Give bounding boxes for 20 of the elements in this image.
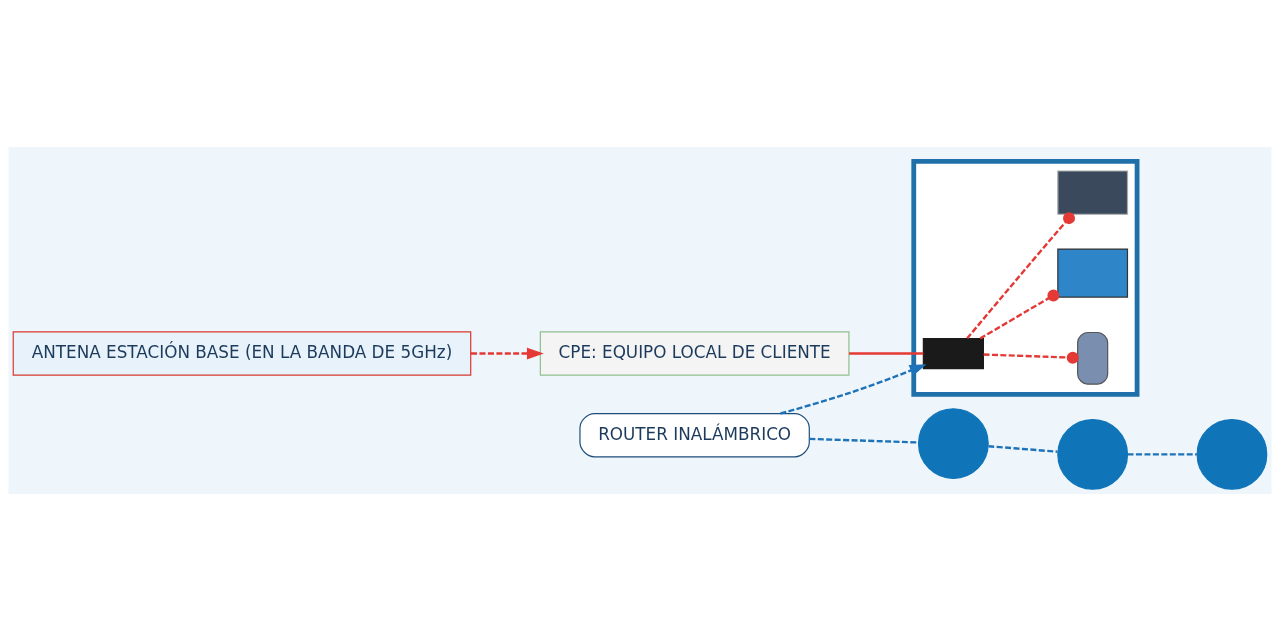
node-box [1057, 169, 1129, 215]
node-box: ANTENA ESTACIÓN BASE (EN LA BANDA DE 5GHz) [12, 330, 472, 376]
connector [1127, 452, 1197, 456]
arrow [470, 347, 544, 359]
connector [988, 444, 1058, 453]
node-circle [917, 407, 989, 479]
node-circle [1196, 418, 1268, 490]
cluster [911, 158, 1140, 397]
connector [849, 351, 924, 355]
connector [979, 288, 1060, 339]
connector [966, 211, 1076, 339]
connector [809, 437, 919, 444]
node-box [922, 337, 984, 369]
node-circle [1057, 418, 1129, 490]
node-box [1077, 331, 1109, 385]
node-box: ROUTER INALÁMBRICO [579, 412, 810, 457]
node-box: CPE: EQUIPO LOCAL DE CLIENTE [539, 330, 850, 376]
node-box [1057, 247, 1129, 298]
connector [983, 351, 1079, 364]
arrow [780, 363, 927, 415]
